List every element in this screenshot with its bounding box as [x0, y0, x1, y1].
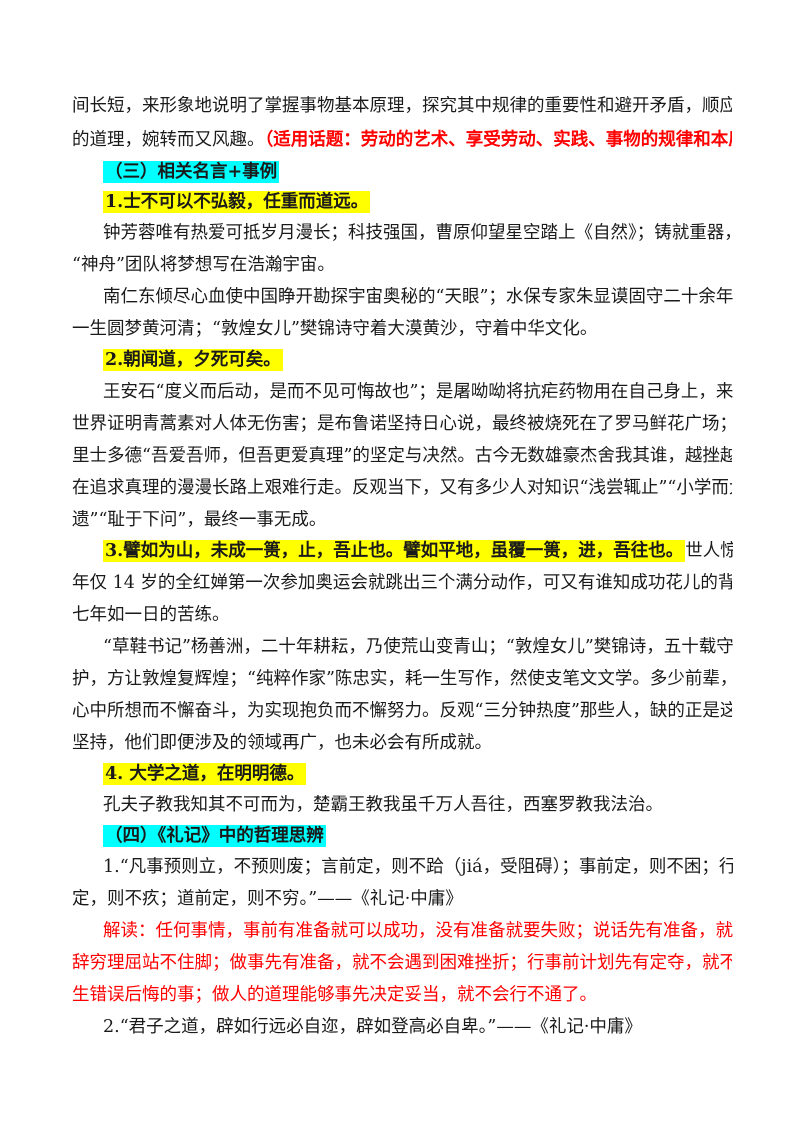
body-text: 世界证明青蒿素对人体无伤害；是布鲁诺坚持日心说，最终被烧死在了罗马鲜花广场；是亚 — [72, 414, 732, 434]
quote-2-line-5: 遗”“耻于下问”，最终一事无成。 — [72, 505, 732, 535]
topic-note: （适用话题：劳动的艺术、享受劳动、实践、事物的规律和本质） — [264, 130, 733, 150]
quote-2-line-1: 王安石“度义而后动，是而不见可悔故也”；是屠呦呦将抗疟药物用在自己身上，来向 — [103, 377, 733, 407]
quote-3-p1-line-3: 七年如一日的苦练。 — [72, 600, 732, 630]
quote-3-p2-line-4: 坚持，他们即便涉及的领域再广，也未必会有所成就。 — [72, 728, 732, 758]
body-text: 心中所想而不懈奋斗，为实现抱负而不懈努力。反观“三分钟热度”那些人，缺的正是这份 — [72, 701, 732, 721]
body-text: 南仁东倾尽心血使中国睁开勘探宇宙奥秘的“天眼”；水保专家朱显谟固守二十余年， — [103, 287, 733, 307]
interpretation-text: 解读：任何事情，事前有准备就可以成功，没有准备就要失败；说话先有准备，就不会 — [103, 921, 733, 941]
body-text: 七年如一日的苦练。 — [72, 605, 230, 625]
intro-line-2: 的道理，婉转而又风趣。（适用话题：劳动的艺术、享受劳动、实践、事物的规律和本质） — [72, 125, 732, 155]
liji-1-line-2: 定，则不疚；道前定，则不穷。”——《礼记·中庸》 — [72, 884, 732, 914]
section-3-heading-line: （三）相关名言+事例 — [103, 157, 733, 187]
interpretation-text: 辞穷理屈站不住脚；做事先有准备，就不会遇到困难挫折；行事前计划先有定夺，就不会发 — [72, 953, 732, 973]
quote-2-line-2: 世界证明青蒿素对人体无伤害；是布鲁诺坚持日心说，最终被烧死在了罗马鲜花广场；是亚 — [72, 409, 732, 439]
quote-2-line-4: 在追求真理的漫漫长路上艰难行走。反观当下，又有多少人对知识“浅尝辄止”“小学而大 — [72, 473, 732, 503]
quote-3-p2-line-2: 护，方让敦煌复辉煌；“纯粹作家”陈忠实，耗一生写作，然使支笔文文学。多少前辈，为 — [72, 664, 732, 694]
body-text: 孔夫子教我知其不可而为，楚霸王教我虽千万人吾往，西塞罗教我法治。 — [103, 795, 663, 815]
section-heading: （四）《礼记》中的哲理思辨 — [103, 825, 326, 847]
quote-3-p1-line-2: 年仅 14 岁的全红婵第一次参加奥运会就跳出三个满分动作，可又有谁知成功花儿的背… — [72, 568, 732, 598]
liji-2-line-1: 2.“君子之道，辟如行远必自迩，辟如登高必自卑。”——《礼记·中庸》 — [103, 1012, 733, 1042]
quote-3-p2-line-1: “草鞋书记”杨善洲，二十年耕耘，乃使荒山变青山；“敦煌女儿”樊锦诗，五十载守 — [103, 632, 733, 662]
quote-3-heading-line: 3.譬如为山，未成一篑，止，吾止也。譬如平地，虽覆一篑，进，吾往也。世人惊叹于 — [103, 536, 733, 566]
intro-text: 间长短，来形象地说明了掌握事物基本原理，探究其中规律的重要性和避开矛盾，顺应自然 — [72, 96, 732, 116]
body-text: 遗”“耻于下问”，最终一事无成。 — [72, 510, 327, 530]
section-4-heading-line: （四）《礼记》中的哲理思辨 — [103, 821, 733, 851]
body-text: 一生圆梦黄河清；“敦煌女儿”樊锦诗守着大漠黄沙，守着中华文化。 — [72, 319, 598, 339]
body-text: 年仅 14 岁的全红婵第一次参加奥运会就跳出三个满分动作，可又有谁知成功花儿的背… — [72, 573, 732, 593]
quote-1-p1-line-1: 钟芳蓉唯有热爱可抵岁月漫长；科技强国，曹原仰望星空踏上《自然》；铸就重器， — [103, 218, 733, 248]
liji-1-interpretation-line-2: 辞穷理屈站不住脚；做事先有准备，就不会遇到困难挫折；行事前计划先有定夺，就不会发 — [72, 948, 732, 978]
quote-1-p2-line-2: 一生圆梦黄河清；“敦煌女儿”樊锦诗守着大漠黄沙，守着中华文化。 — [72, 314, 732, 344]
body-text: 2.“君子之道，辟如行远必自迩，辟如登高必自卑。”——《礼记·中庸》 — [103, 1017, 642, 1037]
section-heading: （三）相关名言+事例 — [103, 161, 280, 183]
body-text: 定，则不疚；道前定，则不穷。”——《礼记·中庸》 — [72, 889, 463, 909]
quote-2-heading-line: 2.朝闻道，夕死可矣。 — [103, 345, 733, 375]
quote-4-heading-line: 4. 大学之道，在明明德。 — [103, 759, 733, 789]
body-text: 护，方让敦煌复辉煌；“纯粹作家”陈忠实，耗一生写作，然使支笔文文学。多少前辈，为 — [72, 669, 732, 689]
body-text: 王安石“度义而后动，是而不见可悔故也”；是屠呦呦将抗疟药物用在自己身上，来向 — [103, 382, 733, 402]
quote-heading: 4. 大学之道，在明明德。 — [103, 763, 307, 785]
quote-heading: 3.譬如为山，未成一篑，止，吾止也。譬如平地，虽覆一篑，进，吾往也。 — [103, 540, 686, 562]
quote-4-line-1: 孔夫子教我知其不可而为，楚霸王教我虽千万人吾往，西塞罗教我法治。 — [103, 790, 733, 820]
quote-2-line-3: 里士多德“吾爱吾师，但吾更爱真理”的坚定与决然。古今无数雄豪杰舍我其谁，越挫越勇… — [72, 441, 732, 471]
body-text: 里士多德“吾爱吾师，但吾更爱真理”的坚定与决然。古今无数雄豪杰舍我其谁，越挫越勇… — [72, 446, 732, 466]
body-text: 世人惊叹于 — [685, 541, 733, 561]
interpretation-text: 生错误后悔的事；做人的道理能够事先决定妥当，就不会行不通了。 — [72, 985, 597, 1005]
intro-text: 的道理，婉转而又风趣。 — [72, 130, 265, 150]
quote-1-p1-line-2: “神舟”团队将梦想写在浩瀚宇宙。 — [72, 250, 732, 280]
intro-line-1: 间长短，来形象地说明了掌握事物基本原理，探究其中规律的重要性和避开矛盾，顺应自然 — [72, 91, 732, 121]
body-text: 钟芳蓉唯有热爱可抵岁月漫长；科技强国，曹原仰望星空踏上《自然》；铸就重器， — [103, 223, 733, 243]
body-text: 在追求真理的漫漫长路上艰难行走。反观当下，又有多少人对知识“浅尝辄止”“小学而大 — [72, 478, 732, 498]
liji-1-interpretation-line-1: 解读：任何事情，事前有准备就可以成功，没有准备就要失败；说话先有准备，就不会 — [103, 916, 733, 946]
quote-heading: 1.士不可以不弘毅，任重而道远。 — [103, 191, 371, 213]
body-text: “草鞋书记”杨善洲，二十年耕耘，乃使荒山变青山；“敦煌女儿”樊锦诗，五十载守 — [103, 637, 733, 657]
liji-1-interpretation-line-3: 生错误后悔的事；做人的道理能够事先决定妥当，就不会行不通了。 — [72, 980, 732, 1010]
quote-1-p2-line-1: 南仁东倾尽心血使中国睁开勘探宇宙奥秘的“天眼”；水保专家朱显谟固守二十余年， — [103, 282, 733, 312]
quote-1-heading-line: 1.士不可以不弘毅，任重而道远。 — [103, 187, 733, 217]
quote-heading: 2.朝闻道，夕死可矣。 — [103, 349, 283, 371]
liji-1-line-1: 1.“凡事预则立，不预则废；言前定，则不跲（jiá，受阻碍）；事前定，则不困；行… — [103, 852, 733, 882]
body-text: 坚持，他们即便涉及的领域再广，也未必会有所成就。 — [72, 733, 492, 753]
quote-3-p2-line-3: 心中所想而不懈奋斗，为实现抱负而不懈努力。反观“三分钟热度”那些人，缺的正是这份 — [72, 696, 732, 726]
body-text: “神舟”团队将梦想写在浩瀚宇宙。 — [72, 255, 335, 275]
body-text: 1.“凡事预则立，不预则废；言前定，则不跲（jiá，受阻碍）；事前定，则不困；行… — [103, 857, 733, 877]
